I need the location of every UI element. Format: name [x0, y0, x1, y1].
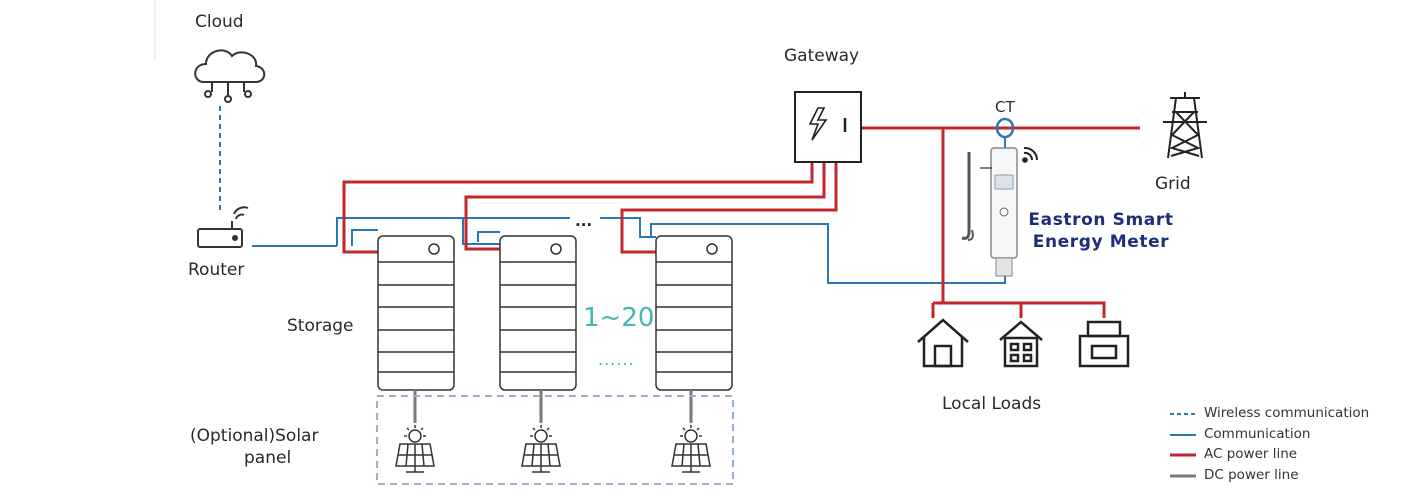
grid-tower-icon: [1163, 92, 1207, 159]
ct-clamp-icon: [995, 117, 1015, 150]
cloud-icon: [194, 49, 266, 103]
gateway-label: Gateway: [784, 46, 860, 66]
solar-label-line2: panel: [244, 448, 292, 468]
dc-power-lines: [413, 390, 693, 423]
solar-label-line1: (Optional)Solar: [190, 426, 319, 446]
legend-label-dc: DC power line: [1204, 467, 1299, 483]
battery-storage-icon: [499, 235, 577, 391]
router-label: Router: [188, 260, 245, 280]
battery-storage-icon: [377, 235, 455, 391]
grid-label: Grid: [1155, 174, 1191, 194]
ac-power-lines: [342, 126, 1140, 318]
house-icon: [917, 318, 969, 368]
communication-lines: [252, 217, 1006, 284]
legend-label-wireless: Wireless communication: [1204, 405, 1370, 421]
legend-label-ac: AC power line: [1204, 446, 1298, 462]
solar-group-frame: [376, 395, 734, 485]
solar-panel-icon: [671, 425, 711, 473]
meter-name-line1: Eastron Smart: [1028, 210, 1174, 230]
battery-storage-icon: [655, 235, 733, 391]
gateway-icon: [794, 91, 862, 163]
legend-label-communication: Communication: [1204, 426, 1311, 442]
storage-ellipsis: ......: [598, 350, 635, 369]
storage-label: Storage: [287, 316, 354, 336]
communication-ellipsis: ...: [575, 212, 593, 230]
smart-meter-icon: [961, 147, 1018, 277]
solar-panel-icon: [395, 425, 435, 473]
factory-icon: [1078, 320, 1130, 368]
building-icon: [999, 320, 1043, 368]
storage-count: 1~20: [583, 303, 655, 333]
legend: [1170, 413, 1196, 478]
wifi-icon: [1022, 146, 1039, 163]
cloud-label: Cloud: [195, 12, 244, 32]
solar-panel-icon: [521, 425, 561, 473]
local-loads-label: Local Loads: [942, 394, 1042, 414]
ct-label: CT: [995, 98, 1015, 116]
router-icon: [197, 206, 249, 248]
meter-name-line2: Energy Meter: [1032, 232, 1170, 252]
